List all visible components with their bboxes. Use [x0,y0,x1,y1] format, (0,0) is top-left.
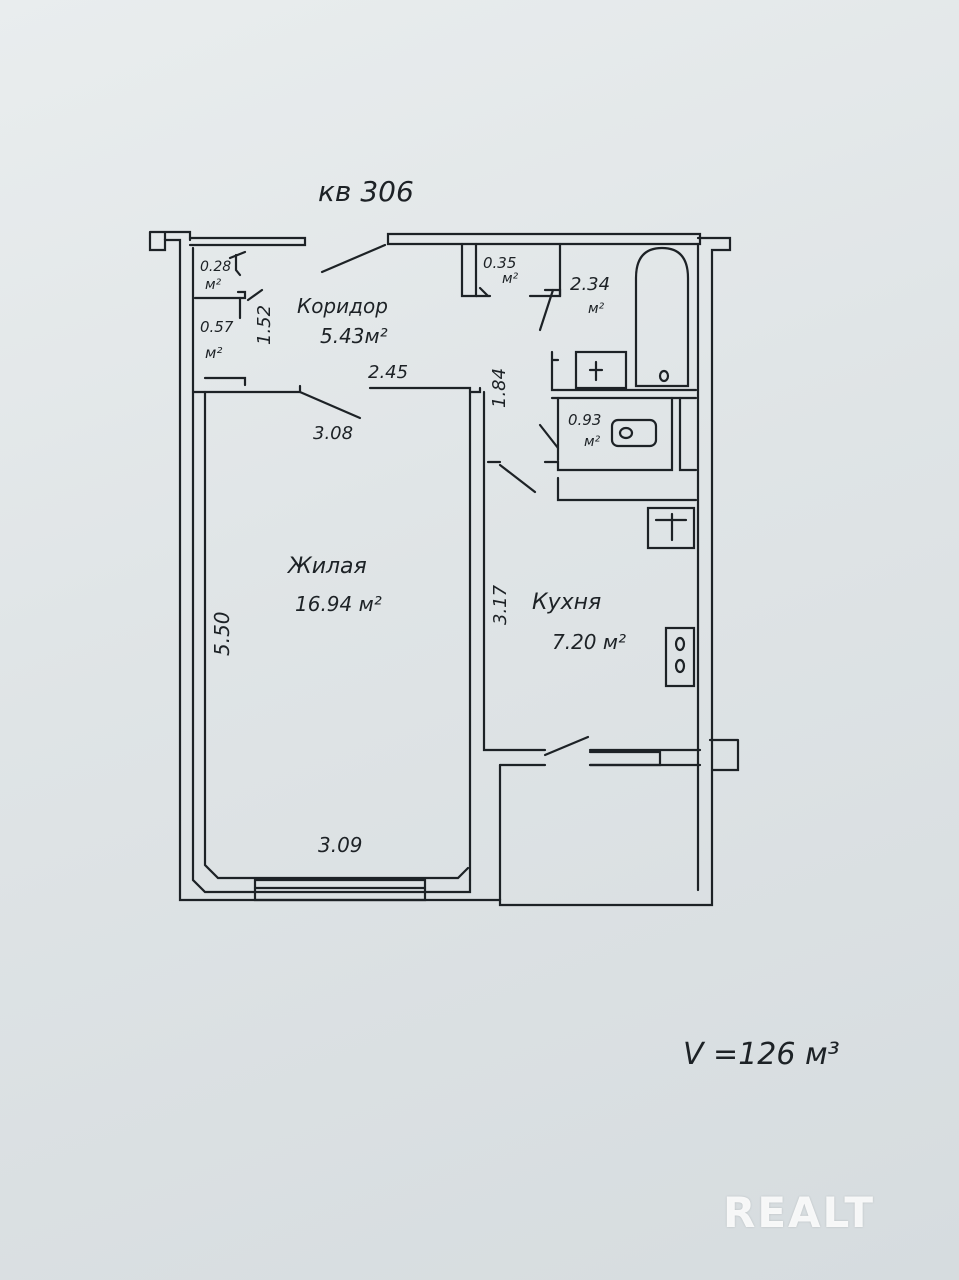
closet-mid-unit: м² [205,344,223,362]
bath-sink [574,350,628,390]
bathroom-unit: м² [588,301,605,317]
living-area: 16.94 м² [295,592,382,616]
dim-living-bottom: 3.09 [318,833,363,857]
kitchen-sink [646,506,696,550]
corridor-area: 5.43м² [320,324,388,348]
kitchen-name: Кухня [532,590,602,615]
kitchen-area: 7.20 м² [552,630,626,654]
closet-small-unit: м² [205,277,222,293]
door-swings [228,243,590,757]
windows [253,750,662,902]
toilet-area: 0.93 [568,411,602,429]
corridor-name: Коридор [297,294,388,318]
living-name: Жилая [288,554,367,579]
dim-bath-side: 1.84 [489,367,510,408]
volume-label: V =126 м³ [683,1037,840,1072]
toilet-unit: м² [584,434,601,450]
dim-kitchen-left: 3.17 [490,584,511,625]
bathroom-area: 2.34 [570,274,611,295]
kitchen-stove [664,626,696,688]
dim-living-left: 5.50 [210,611,234,656]
dim-living-top: 3.08 [313,423,354,444]
bathtub [634,246,690,388]
closet-small-area: 0.28 [200,259,232,275]
storage-area: 0.35 [483,254,517,272]
apartment-title: кв 306 [318,175,414,208]
closet-mid-area: 0.57 [200,318,234,336]
dim-corridor-width: 2.45 [368,362,409,383]
realt-watermark: REALT [723,1188,875,1237]
outer-walls [148,230,740,907]
toilet-fixture [610,418,658,448]
dim-closet-height: 1.52 [254,304,275,345]
storage-unit: м² [502,271,519,287]
